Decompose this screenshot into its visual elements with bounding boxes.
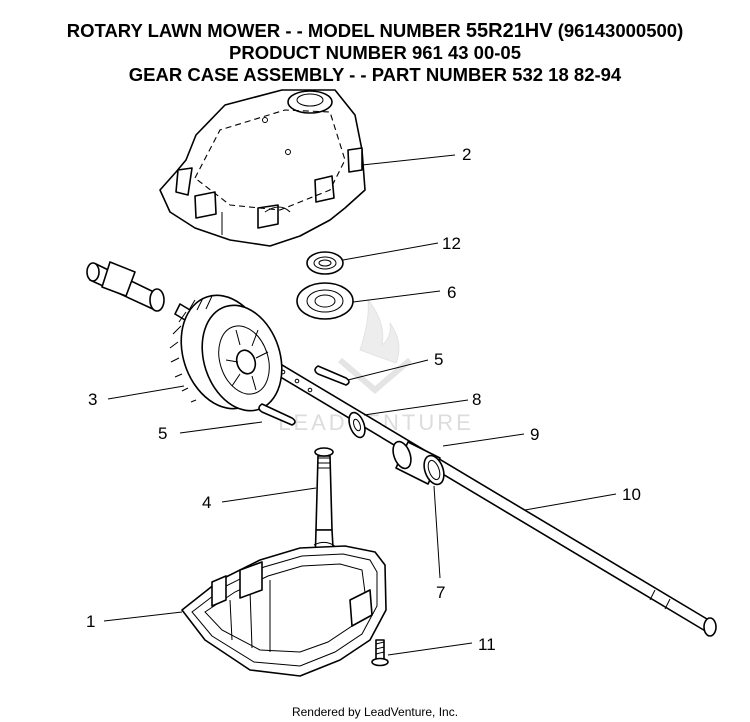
callout-10: 10: [622, 485, 641, 504]
retaining-ring: [423, 454, 445, 486]
callout-5-lower: 5: [158, 424, 167, 443]
leader-9: [442, 433, 525, 447]
callout-4: 4: [202, 493, 211, 512]
leader-8: [363, 399, 469, 416]
leader-11: [387, 642, 473, 656]
leader-7: [433, 485, 441, 579]
leader-lines: [103, 154, 617, 656]
leader-4: [221, 487, 317, 503]
header-line-1: ROTARY LAWN MOWER - - MODEL NUMBER 55R21…: [0, 20, 750, 42]
callout-8: 8: [472, 390, 481, 409]
leader-1: [103, 611, 183, 622]
header-model-code: (96143000500): [552, 20, 684, 41]
gear-case-base: [181, 545, 387, 677]
callout-labels: 2 12 6 5 8 9 10 3 5 4 7 1 11: [86, 145, 641, 654]
callout-5-upper: 5: [434, 350, 443, 369]
header-line-3: GEAR CASE ASSEMBLY - - PART NUMBER 532 1…: [128, 64, 622, 85]
bearing-small: [306, 251, 344, 275]
header-line-2: PRODUCT NUMBER 961 43 00-05: [229, 42, 521, 63]
leader-3: [107, 385, 185, 400]
screw: [371, 639, 389, 667]
watermark: LEADVENTURE: [278, 298, 471, 435]
bearing-large: [296, 282, 354, 320]
callout-7: 7: [436, 583, 445, 602]
callout-3: 3: [88, 390, 97, 409]
callout-6: 6: [447, 283, 456, 302]
retaining-pin-upper: [314, 365, 350, 386]
header-model-number: 55R21HV: [465, 20, 553, 42]
thrust-washer: [348, 411, 366, 439]
leader-5a: [347, 359, 429, 381]
diagram-header: ROTARY LAWN MOWER - - MODEL NUMBER 55R21…: [0, 20, 750, 86]
gear-case-cover: [159, 89, 366, 247]
callout-1: 1: [86, 612, 95, 631]
callout-12: 12: [442, 234, 461, 253]
callout-9: 9: [530, 425, 539, 444]
helical-gear: [169, 294, 283, 412]
header-model-prefix: ROTARY LAWN MOWER - - MODEL NUMBER: [66, 20, 466, 41]
callout-11: 11: [478, 635, 496, 654]
leader-2: [361, 154, 456, 166]
callout-2: 2: [462, 145, 471, 164]
leader-6: [352, 290, 441, 303]
leader-10: [524, 493, 617, 511]
leader-12: [342, 242, 439, 261]
retaining-pin-lower: [258, 403, 296, 426]
footer-credit: Rendered by LeadVenture, Inc.: [291, 705, 459, 719]
leader-5b: [179, 421, 263, 434]
